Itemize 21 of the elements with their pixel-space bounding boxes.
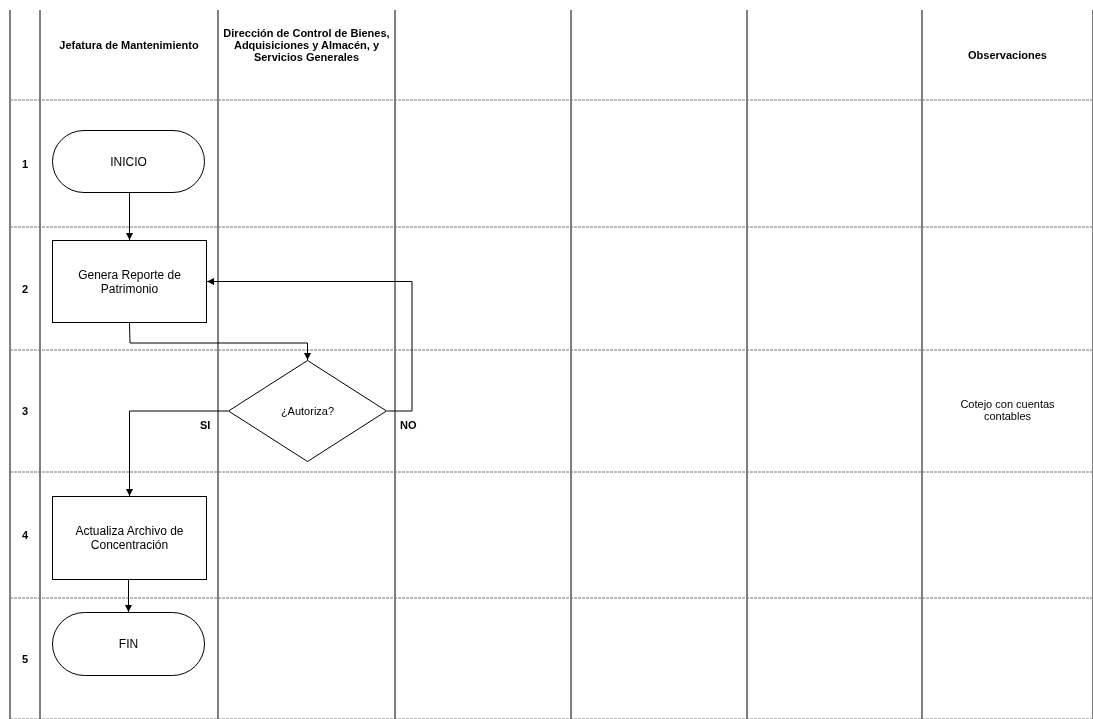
column-header: Observaciones [968,49,1047,61]
edge-label: NO [400,419,417,432]
end-terminal: FIN [52,612,205,676]
arrow [129,322,311,361]
observation-note: Cotejo con cuentas contables [959,398,1056,422]
arrow [126,410,229,497]
column-header: Jefatura de Mantenimiento [59,39,199,51]
edge-label: SI [200,419,211,432]
process-box: Genera Reporte de Patrimonio [52,240,207,323]
row-number: 2 [21,282,29,295]
row-number: 5 [21,652,29,665]
arrow [125,579,132,613]
row-number: 3 [21,405,29,417]
row-number: 1 [21,157,29,170]
process-box: Actualiza Archivo de Concentración [52,496,207,580]
decision-diamond: ¿Autoriza? [228,360,387,462]
start-terminal: INICIO [52,130,205,193]
arrow [126,192,133,241]
arrow [206,278,413,412]
column-header: Dirección de Control de Bienes, Adquisiciones y Almacén, y Servicios Generales [222,27,391,63]
row-number: 4 [21,529,29,541]
